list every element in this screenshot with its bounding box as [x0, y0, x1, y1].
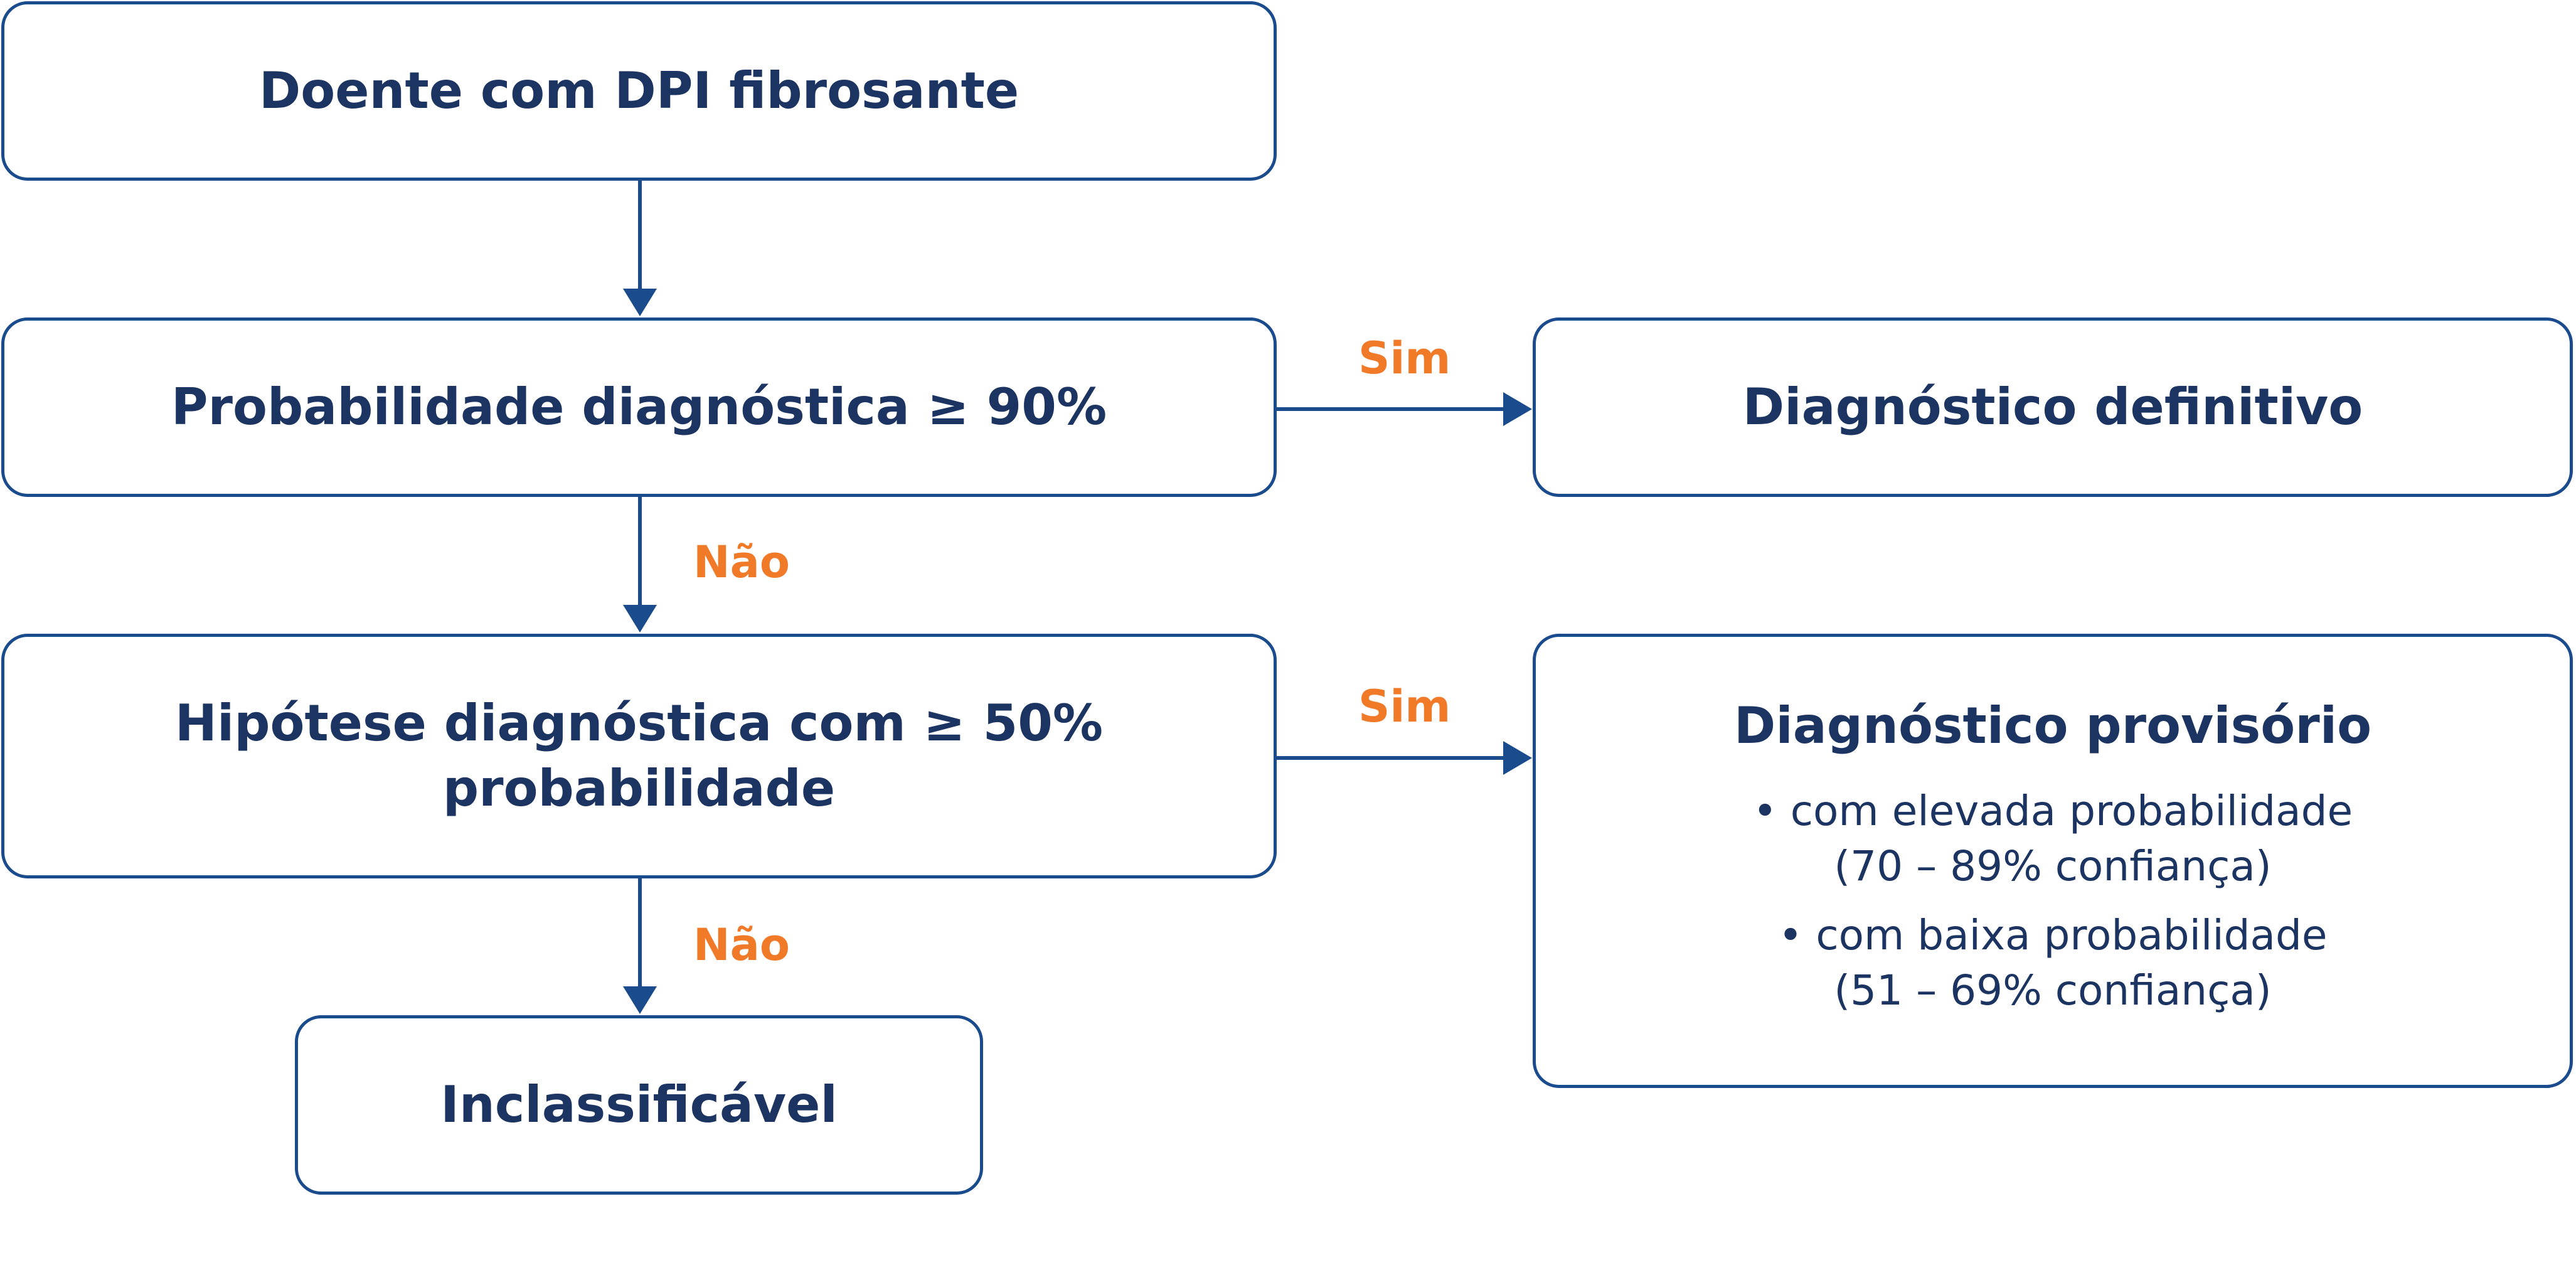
box-hypothesis-title-line2: probabilidade	[442, 759, 836, 818]
provisional-bullet-low-line1: • com baixa probabilidade	[1778, 911, 2328, 959]
provisional-bullet-high-line2: (70 – 89% confiança)	[1834, 842, 2272, 890]
box-hypothesis-title-line1: Hipótese diagnóstica com ≥ 50%	[174, 694, 1104, 752]
box-unclassifiable: Inclassificável	[295, 1015, 983, 1195]
branch-label-no-1: Não	[693, 536, 790, 588]
provisional-bullet-low-line2: (51 – 69% confiança)	[1834, 966, 2272, 1015]
box-provisional-title: Diagnóstico provisório	[1733, 696, 2372, 755]
provisional-bullet-low: • com baixa probabilidade (51 – 69% conf…	[1753, 908, 2353, 1018]
box-definitive-title: Diagnóstico definitivo	[1742, 378, 2363, 436]
branch-label-no-2: Não	[693, 919, 790, 971]
box-probability: Probabilidade diagnóstica ≥ 90%	[1, 317, 1277, 497]
arrow-probability-to-hypothesis	[623, 497, 657, 632]
box-hypothesis: Hipótese diagnóstica com ≥ 50% probabili…	[1, 634, 1277, 878]
branch-label-yes-1: Sim	[1358, 333, 1451, 384]
branch-label-yes-2: Sim	[1358, 681, 1451, 732]
provisional-bullet-high: • com elevada probabilidade (70 – 89% co…	[1753, 784, 2353, 894]
arrow-hypothesis-to-unclassifiable	[623, 878, 657, 1014]
box-definitive: Diagnóstico definitivo	[1533, 317, 2573, 497]
box-start-title: Doente com DPI fibrosante	[258, 61, 1019, 120]
provisional-bullet-list: • com elevada probabilidade (70 – 89% co…	[1753, 770, 2353, 1018]
box-start: Doente com DPI fibrosante	[1, 1, 1277, 181]
arrow-hypothesis-to-provisional	[1277, 741, 1532, 775]
box-probability-title: Probabilidade diagnóstica ≥ 90%	[171, 378, 1107, 436]
arrow-start-to-probability	[623, 181, 657, 316]
provisional-bullet-high-line1: • com elevada probabilidade	[1752, 787, 2353, 835]
box-hypothesis-title: Hipótese diagnóstica com ≥ 50% probabili…	[175, 691, 1103, 821]
arrow-probability-to-definitive	[1277, 392, 1532, 426]
box-unclassifiable-title: Inclassificável	[440, 1075, 838, 1134]
box-provisional: Diagnóstico provisório • com elevada pro…	[1533, 634, 2573, 1088]
